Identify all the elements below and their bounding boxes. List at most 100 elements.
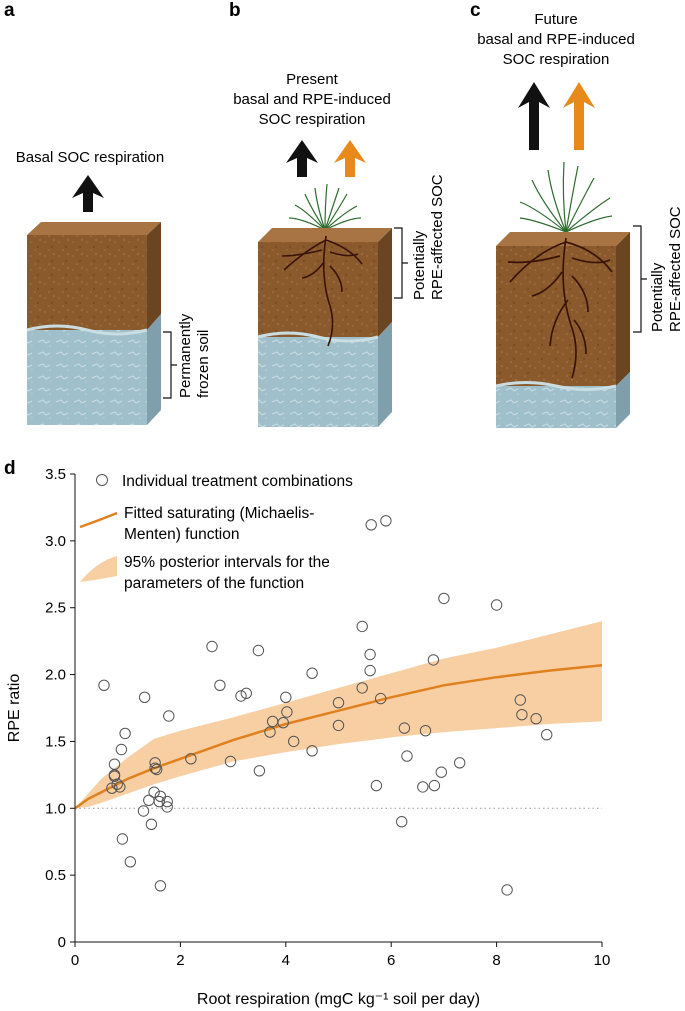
data-point — [380, 515, 392, 527]
data-point — [161, 801, 173, 813]
x-tick-label: 10 — [594, 952, 611, 969]
data-point — [365, 519, 377, 531]
data-point — [356, 620, 368, 633]
legend-fit-label-1: Fitted saturating (Michaelis- — [124, 505, 314, 522]
data-point — [306, 745, 318, 757]
data-point — [332, 697, 345, 709]
legend-points-label: Individual treatment combinations — [122, 473, 353, 490]
data-point — [235, 690, 247, 702]
basal-respiration-arrow-icon-b — [286, 140, 318, 177]
data-point — [163, 710, 175, 722]
soil-block-a — [26, 222, 161, 425]
y-tick-label: 2.5 — [45, 600, 66, 617]
data-point — [364, 664, 376, 677]
panel-a: a Basal SOC respiration Permanently froz… — [4, 0, 212, 425]
data-point — [435, 766, 447, 778]
data-point — [281, 706, 293, 718]
x-axis-label: Root respiration (mgC kg⁻¹ soil per day) — [197, 991, 480, 1008]
panel-c-bracket-label-1: Potentially — [649, 262, 666, 332]
data-point — [396, 816, 408, 828]
data-point — [356, 682, 368, 694]
basal-respiration-arrow-icon — [72, 175, 104, 212]
data-point — [419, 725, 432, 737]
data-point — [375, 692, 387, 705]
data-point — [145, 818, 158, 830]
roots-icon-c — [507, 237, 613, 379]
data-point — [108, 758, 121, 770]
data-point — [428, 779, 441, 792]
y-tick-label: 0.5 — [45, 867, 66, 884]
data-point — [108, 770, 121, 782]
interval-band — [75, 621, 602, 809]
data-point — [514, 694, 526, 706]
legend-fit-line — [79, 511, 118, 529]
data-point — [111, 778, 123, 790]
data-point — [516, 709, 528, 721]
y-tick-label: 1.5 — [45, 733, 66, 750]
legend-band-swatch — [80, 556, 117, 582]
data-point — [541, 729, 553, 741]
grass-icon-b — [288, 183, 362, 231]
data-point — [161, 795, 173, 808]
data-point — [185, 753, 197, 765]
data-point — [417, 781, 429, 793]
panel-b: b Present basal and RPE-induced SOC resp… — [229, 0, 446, 427]
data-point — [137, 805, 150, 817]
legend-band-label-1: 95% posterior intervals for the — [124, 554, 330, 571]
data-point — [240, 687, 253, 699]
panel-b-title-3: SOC respiration — [259, 111, 366, 128]
y-tick-label: 0 — [58, 934, 66, 951]
data-point — [98, 679, 110, 691]
panel-c-title-2: basal and RPE-induced — [477, 31, 635, 48]
data-point — [252, 644, 265, 657]
data-point — [332, 719, 345, 732]
data-point — [264, 726, 276, 738]
basal-respiration-arrow-icon-c — [518, 82, 550, 150]
data-point — [501, 884, 513, 896]
data-point — [306, 667, 318, 679]
data-point — [277, 717, 289, 729]
y-tick-label: 1.0 — [45, 800, 66, 817]
data-point — [427, 654, 440, 666]
data-point — [206, 640, 218, 653]
panel-c-title-3: SOC respiration — [503, 51, 610, 68]
data-point — [364, 648, 376, 661]
panel-d-letter: d — [4, 458, 16, 479]
data-point — [438, 592, 450, 605]
panel-a-arrow-label: Basal SOC respiration — [16, 149, 164, 166]
panel-b-bracket-label-1: Potentially — [411, 230, 428, 300]
data-point — [288, 735, 300, 748]
frozen-soil-bracket — [163, 331, 177, 399]
data-point — [148, 786, 160, 798]
y-axis-label: RPE ratio — [6, 674, 23, 743]
panel-b-title-2: basal and RPE-induced — [233, 91, 391, 108]
data-point — [153, 795, 166, 808]
x-tick-label: 8 — [492, 952, 500, 969]
data-point — [214, 679, 226, 691]
data-point — [398, 722, 411, 734]
data-point — [114, 781, 126, 793]
data-point — [370, 779, 383, 792]
panel-a-bracket-label-2: frozen soil — [195, 330, 212, 398]
soil-block-b — [257, 228, 392, 427]
data-point — [154, 880, 167, 892]
panel-b-bracket-label-2: RPE-affected SOC — [429, 174, 446, 300]
rpe-respiration-arrow-icon-c — [563, 82, 595, 150]
fit-line — [74, 663, 603, 810]
rpe-soc-bracket-c — [633, 225, 647, 333]
data-point — [530, 713, 542, 725]
roots-icon-b — [281, 235, 363, 347]
legend-band-label-2: parameters of the function — [124, 575, 304, 592]
panel-b-title-1: Present — [286, 71, 339, 88]
panel-c: c Future basal and RPE-induced SOC respi… — [470, 0, 684, 428]
x-tick-label: 4 — [282, 952, 290, 969]
data-point — [116, 833, 129, 845]
panel-c-title-1: Future — [534, 11, 577, 28]
data-point — [138, 691, 151, 703]
data-point — [490, 599, 503, 611]
data-point — [280, 691, 292, 703]
legend-fit-label-2: Menten) function — [124, 526, 239, 543]
